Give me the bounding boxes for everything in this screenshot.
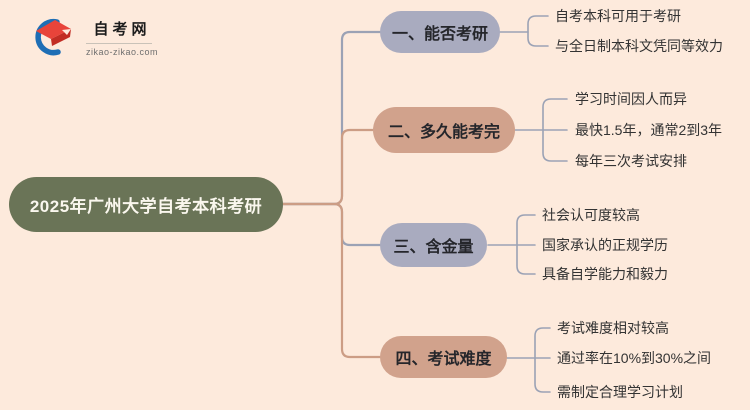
child-item: 具备自学能力和毅力 bbox=[542, 266, 668, 282]
graduation-cap-logo-icon bbox=[35, 18, 71, 56]
child-item: 学习时间因人而异 bbox=[575, 91, 687, 107]
branch2-children-bracket bbox=[514, 98, 568, 162]
branch3-connector bbox=[281, 202, 382, 247]
branch-node-1: 一、能否考研 bbox=[380, 11, 500, 53]
child-item: 国家承认的正规学历 bbox=[542, 237, 668, 253]
branch-node-3: 三、含金量 bbox=[380, 223, 487, 267]
branch1-children-bracket bbox=[499, 15, 549, 47]
logo-separator bbox=[86, 43, 152, 44]
child-item: 自考本科可用于考研 bbox=[555, 8, 681, 24]
branch4-children-bracket bbox=[506, 327, 551, 393]
child-item: 社会认可度较高 bbox=[542, 207, 640, 223]
child-item: 需制定合理学习计划 bbox=[557, 384, 683, 400]
logo-title: 自考网 bbox=[93, 21, 151, 38]
logo: 自考网 zikao-zikao.com bbox=[24, 14, 158, 60]
child-item: 通过率在10%到30%之间 bbox=[557, 350, 712, 366]
branch4-connector bbox=[281, 202, 382, 359]
child-item: 每年三次考试安排 bbox=[575, 153, 687, 169]
logo-text: 自考网 zikao-zikao.com bbox=[86, 18, 158, 57]
logo-domain: zikao-zikao.com bbox=[86, 47, 159, 57]
branch1-connector bbox=[281, 30, 382, 206]
child-item: 考试难度相对较高 bbox=[557, 320, 669, 336]
root-node: 2025年广州大学自考本科考研 bbox=[9, 177, 283, 232]
branch-node-4: 四、考试难度 bbox=[380, 336, 507, 378]
child-item: 与全日制本科文凭同等效力 bbox=[555, 38, 723, 54]
branch-node-2: 二、多久能考完 bbox=[373, 107, 515, 153]
branch2-connector bbox=[281, 128, 375, 206]
child-item: 最快1.5年，通常2到3年 bbox=[575, 122, 723, 138]
branch3-children-bracket bbox=[487, 214, 536, 275]
